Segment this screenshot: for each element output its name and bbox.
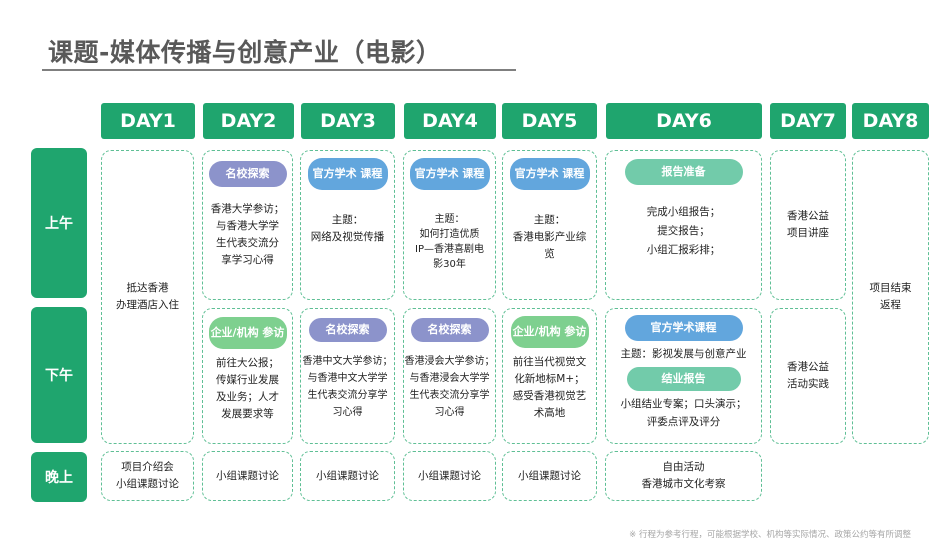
day6-morning-tag: 报告准备 [624, 159, 743, 185]
day5-morning-text: 主题： 香港电影产业综 览 [512, 214, 587, 260]
day2-morning-tag: 名校探索 [208, 161, 287, 187]
day1-arrival-text: 抵达香港 办理酒店入住 [116, 282, 179, 311]
day2-afternoon-cell: 企业/机构 参访 前往大公报； 传媒行业发展 及业务；人才 发展要求等 [202, 308, 293, 444]
day5-afternoon-text: 前往当代视觉文 化新地标M+； 感受香港视觉艺 术高地 [512, 356, 587, 419]
day2-afternoon-text: 前往大公报； 传媒行业发展 及业务；人才 发展要求等 [216, 357, 279, 420]
day1-evening-cell: 项目介绍会 小组课题讨论 [101, 451, 194, 501]
day2-evening-cell: 小组课题讨论 [202, 451, 293, 501]
day5-evening-cell: 小组课题讨论 [502, 451, 597, 501]
day6-afternoon-tag-1: 官方学术课程 [624, 315, 743, 341]
day6-afternoon-text-1: 主题：影视发展与创意产业 [620, 348, 747, 360]
day7-afternoon-text: 香港公益 活动实践 [787, 361, 829, 390]
day-header-3: DAY3 [301, 103, 395, 139]
day-header-7: DAY7 [770, 103, 846, 139]
day2-evening-text: 小组课题讨论 [216, 469, 279, 482]
day7-afternoon-cell: 香港公益 活动实践 [770, 308, 846, 444]
day2-morning-text: 香港大学参访； 与香港大学学 生代表交流分 享学习心得 [210, 203, 285, 266]
day3-evening-cell: 小组课题讨论 [300, 451, 395, 501]
day4-evening-text: 小组课题讨论 [418, 469, 481, 482]
period-evening: 晚上 [31, 452, 87, 502]
day-header-6: DAY6 [606, 103, 762, 139]
day4-afternoon-tag: 名校探索 [410, 318, 489, 342]
day6-afternoon-cell: 官方学术课程 主题：影视发展与创意产业 结业报告 小组结业专案；口头演示； 评委… [605, 308, 762, 444]
day-header-4: DAY4 [404, 103, 496, 139]
day5-morning-tag: 官方学术 课程 [509, 158, 590, 190]
page-title: 课题-媒体传播与创意产业（电影） [48, 38, 442, 67]
day3-afternoon-cell: 名校探索 香港中文大学参访； 与香港中文大学学 生代表交流分享学 习心得 [300, 308, 395, 444]
day6-afternoon-text-2: 小组结业专案；口头演示； 评委点评及评分 [620, 398, 747, 428]
day4-afternoon-text: 香港浸会大学参访； 与香港浸会大学学 生代表交流分享学 习心得 [404, 356, 495, 418]
footnote: ※ 行程为参考行程，可能根据学校、机构等实际情况、政策公约等有所调整 [629, 530, 911, 540]
day2-morning-cell: 名校探索 香港大学参访； 与香港大学学 生代表交流分 享学习心得 [202, 150, 293, 300]
day6-morning-text: 完成小组报告； 提交报告； 小组汇报彩排； [646, 206, 721, 256]
day6-evening-cell: 自由活动 香港城市文化考察 [605, 451, 762, 501]
day-header-8: DAY8 [852, 103, 929, 139]
day6-morning-cell: 报告准备 完成小组报告； 提交报告； 小组汇报彩排； [605, 150, 762, 300]
day3-morning-text: 主题： 网络及视觉传播 [310, 214, 385, 243]
day5-afternoon-tag: 企业/机构 参访 [510, 316, 589, 348]
day3-morning-tag: 官方学术 课程 [307, 158, 388, 190]
day-header-5: DAY5 [502, 103, 597, 139]
day-header-2: DAY2 [203, 103, 294, 139]
day7-morning-text: 香港公益 项目讲座 [787, 210, 829, 239]
day4-evening-cell: 小组课题讨论 [403, 451, 496, 501]
day3-evening-text: 小组课题讨论 [316, 469, 379, 482]
day6-evening-text: 自由活动 香港城市文化考察 [641, 461, 726, 490]
day4-afternoon-cell: 名校探索 香港浸会大学参访； 与香港浸会大学学 生代表交流分享学 习心得 [403, 308, 496, 444]
day5-evening-text: 小组课题讨论 [518, 469, 581, 482]
day8-departure-cell: 项目结束 返程 [852, 150, 929, 444]
period-afternoon: 下午 [31, 307, 87, 443]
day4-morning-tag: 官方学术 课程 [409, 158, 490, 190]
day3-afternoon-text: 香港中文大学参访； 与香港中文大学学 生代表交流分享学 习心得 [302, 356, 393, 418]
day7-morning-cell: 香港公益 项目讲座 [770, 150, 846, 300]
day1-evening-text: 项目介绍会 小组课题讨论 [116, 461, 179, 490]
day5-afternoon-cell: 企业/机构 参访 前往当代视觉文 化新地标M+； 感受香港视觉艺 术高地 [502, 308, 597, 444]
day2-afternoon-tag: 企业/机构 参访 [208, 317, 287, 349]
day8-departure-text: 项目结束 返程 [869, 282, 912, 311]
day5-morning-cell: 官方学术 课程 主题： 香港电影产业综 览 [502, 150, 597, 300]
title-underline [42, 69, 516, 71]
day3-afternoon-tag: 名校探索 [308, 318, 387, 342]
period-morning: 上午 [31, 148, 87, 298]
day1-arrival-cell: 抵达香港 办理酒店入住 [101, 150, 194, 444]
day4-morning-cell: 官方学术 课程 主题： 如何打造优质 IP—香港喜剧电 影30年 [403, 150, 496, 300]
day-header-1: DAY1 [101, 103, 195, 139]
day3-morning-cell: 官方学术 课程 主题： 网络及视觉传播 [300, 150, 395, 300]
day6-afternoon-tag-2: 结业报告 [626, 367, 741, 391]
day4-morning-text: 主题： 如何打造优质 IP—香港喜剧电 影30年 [415, 214, 484, 270]
